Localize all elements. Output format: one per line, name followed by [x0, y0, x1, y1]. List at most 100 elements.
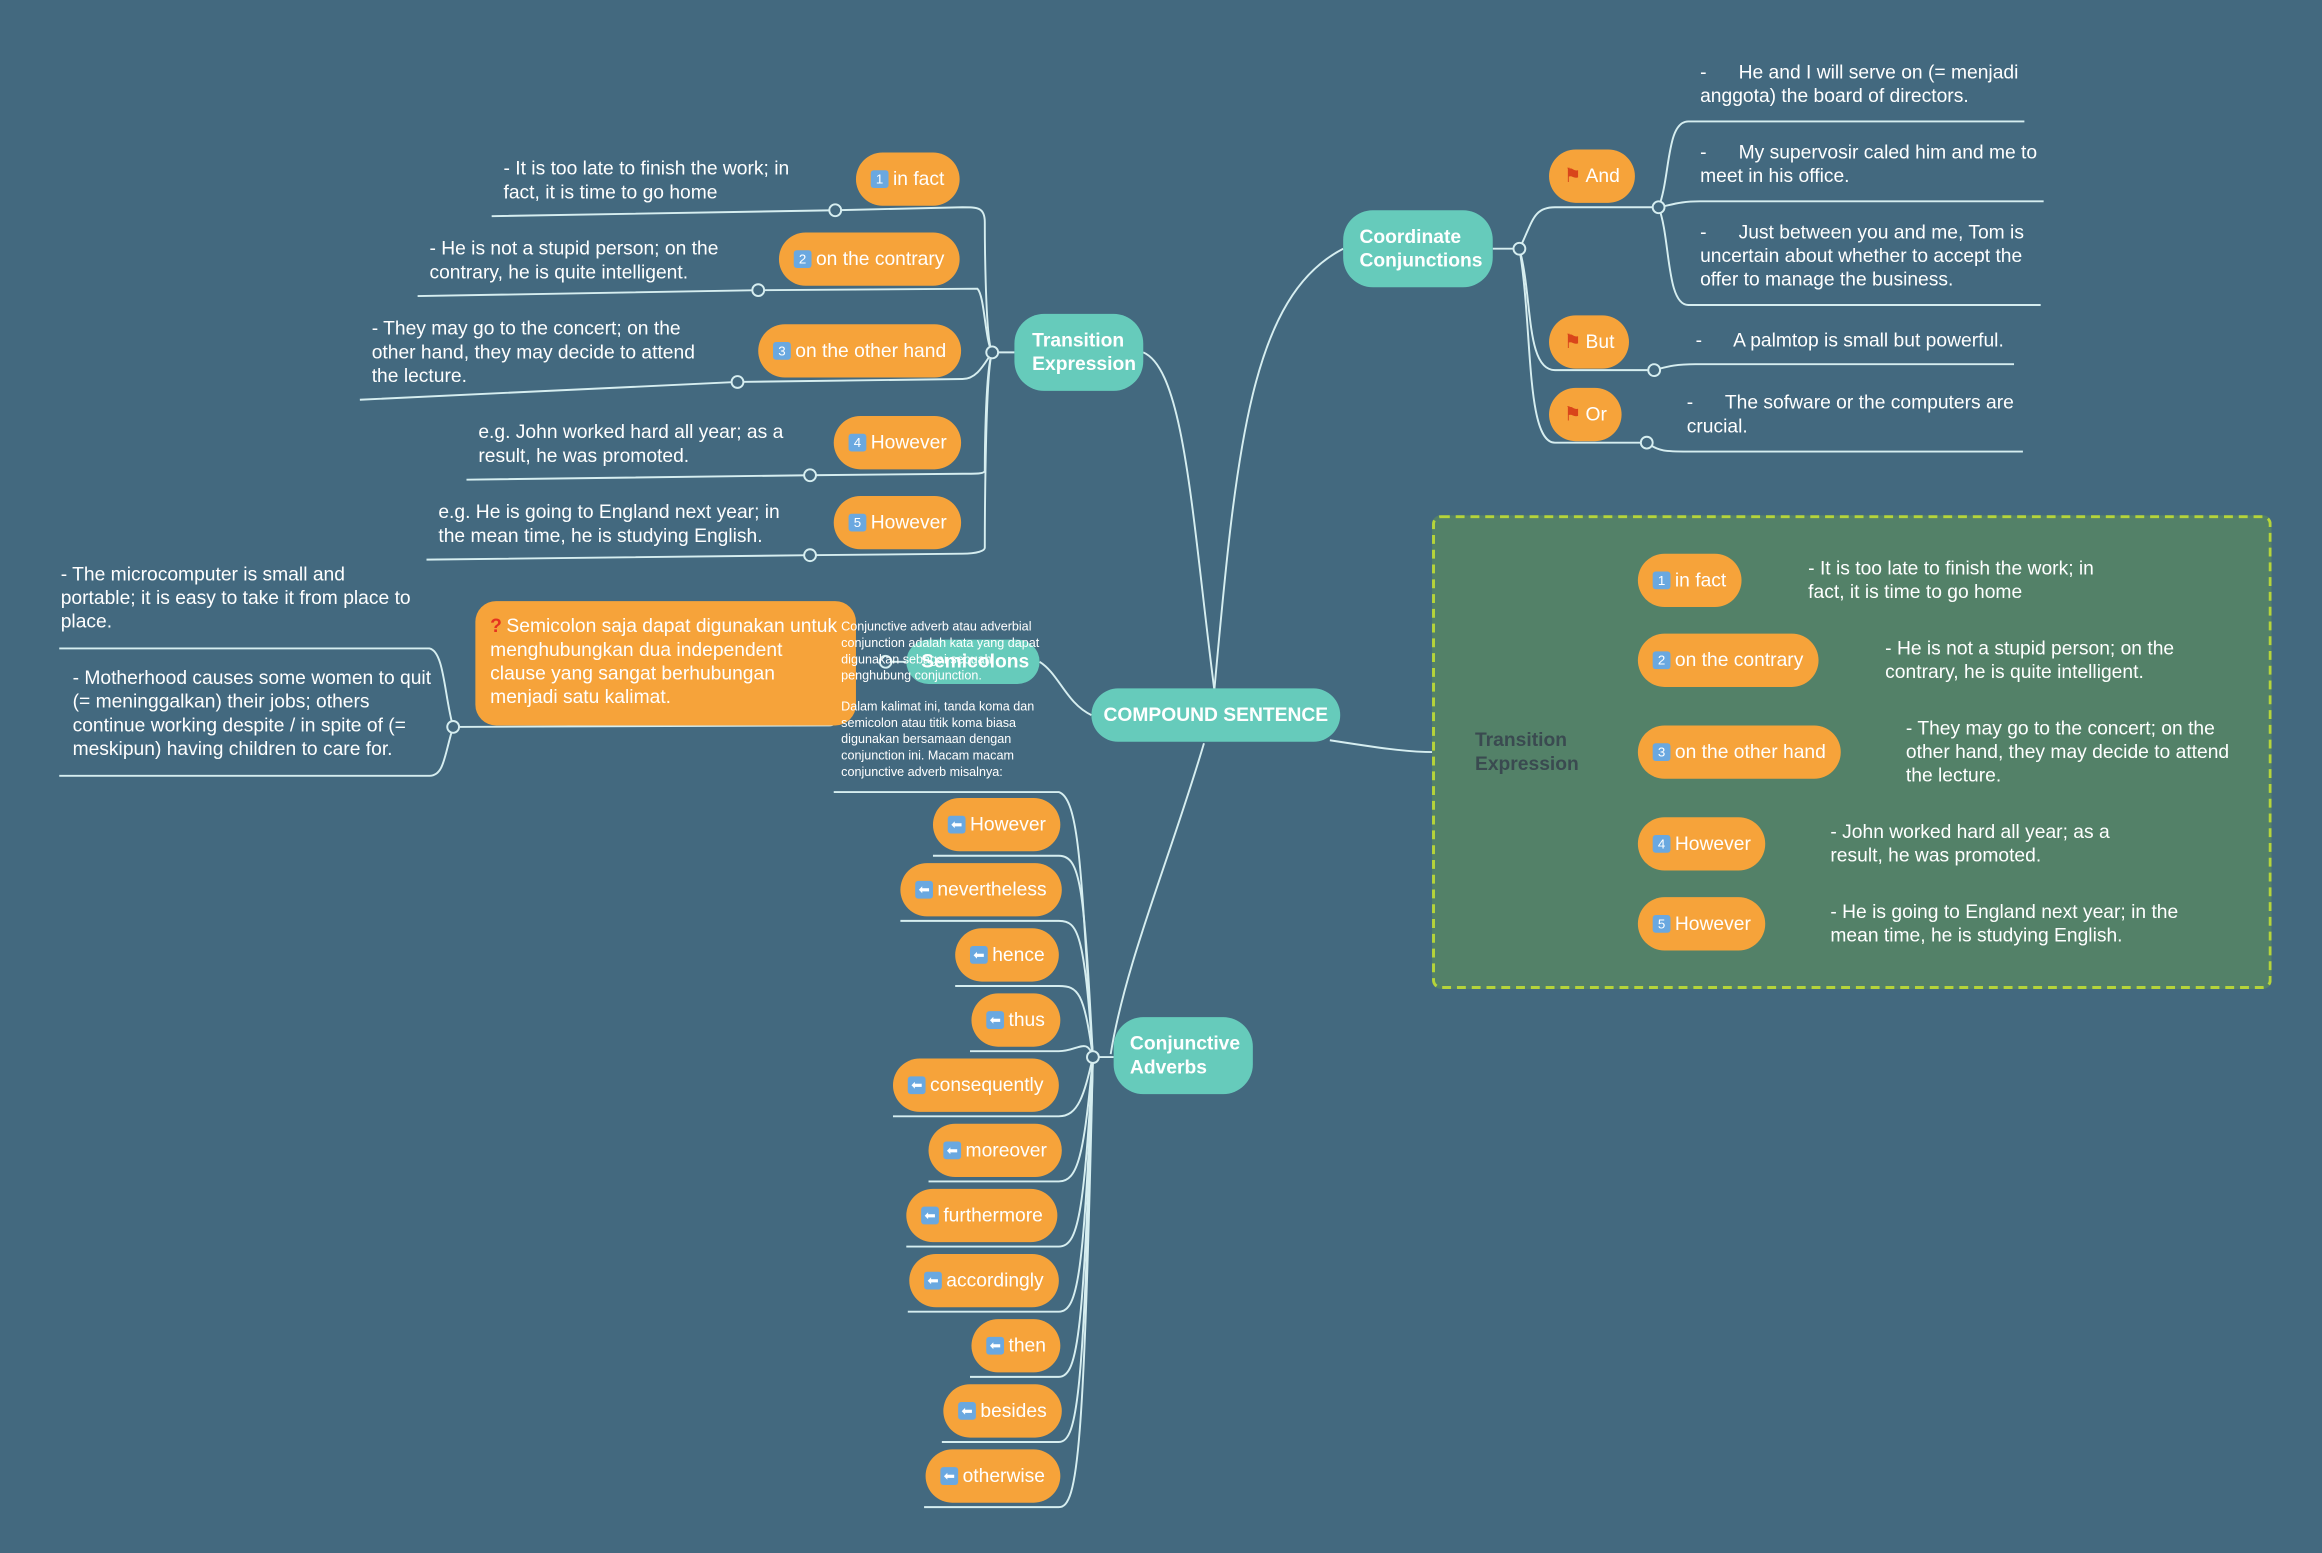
- flag-icon: ⚑: [1563, 402, 1582, 425]
- conjunction-label: But: [1585, 330, 1615, 353]
- transition-item-label: However: [870, 430, 947, 454]
- number-icon: 1: [1652, 571, 1671, 590]
- transition-item-label: on the contrary: [1674, 648, 1804, 671]
- number-icon: 5: [848, 513, 867, 532]
- adverb-thus[interactable]: ⬅thus: [971, 993, 1060, 1047]
- question-icon: ?: [490, 614, 502, 637]
- or-example: - The sofware or the computers are cruci…: [1686, 390, 2020, 437]
- conjunction-and[interactable]: ⚑And: [1549, 149, 1635, 203]
- and-example-2: - My supervosir caled him and me to meet…: [1700, 140, 2043, 187]
- conjunction-or[interactable]: ⚑Or: [1549, 387, 1622, 442]
- adverb-then[interactable]: ⬅then: [971, 1319, 1061, 1373]
- transition-right-example-1: - It is too late to finish the work; in …: [1808, 556, 2094, 603]
- conjunction-label: Or: [1585, 402, 1607, 425]
- transition-item-label: However: [1674, 832, 1751, 855]
- conjunction-but[interactable]: ⚑But: [1549, 315, 1630, 369]
- adverb-besides[interactable]: ⬅besides: [943, 1384, 1062, 1438]
- transition-item-label: However: [870, 510, 947, 533]
- but-example: - A palmtop is small but powerful.: [1695, 328, 2004, 351]
- back-arrow-icon: ⬅: [969, 946, 988, 964]
- adverb-nevertheless[interactable]: ⬅nevertheless: [900, 863, 1062, 917]
- adverb-hence[interactable]: ⬅hence: [955, 928, 1060, 982]
- root-topic[interactable]: COMPOUND SENTENCE: [1091, 688, 1341, 742]
- adverb-label: furthermore: [943, 1203, 1043, 1226]
- adverb-furthermore[interactable]: ⬅furthermore: [906, 1188, 1058, 1243]
- conjunctive-adverb-usage: Dalam kalimat ini, tanda koma dan semico…: [841, 698, 1035, 779]
- number-icon: 5: [1652, 914, 1671, 933]
- semicolon-note-callout[interactable]: ?Semicolon saja dapat digunakan untuk me…: [475, 601, 856, 726]
- adverb-label: then: [1008, 1333, 1046, 1357]
- transition-item-label: on the other hand: [1674, 740, 1826, 763]
- back-arrow-icon: ⬅: [986, 1336, 1005, 1355]
- adverb-label: consequently: [930, 1073, 1044, 1096]
- adverb-label: thus: [1008, 1008, 1045, 1031]
- and-example-1: - He and I will serve on (= menjadi angg…: [1700, 60, 2024, 107]
- adverb-label: hence: [992, 943, 1045, 966]
- back-arrow-icon: ⬅: [943, 1141, 962, 1160]
- conjunction-label: And: [1585, 164, 1620, 187]
- transition-right-example-5: - He is going to England next year; in t…: [1830, 900, 2179, 947]
- adverb-label: besides: [980, 1399, 1047, 1422]
- number-icon: 1: [870, 170, 889, 189]
- adverb-label: nevertheless: [937, 877, 1047, 901]
- and-example-3: - Just between you and me, Tom is uncert…: [1700, 220, 2030, 291]
- transition-right-example-4: - John worked hard all year; as a result…: [1830, 820, 2110, 867]
- transition-right-example-2: - He is not a stupid person; on the cont…: [1885, 636, 2175, 683]
- transition-item-label: in fact: [892, 167, 945, 190]
- flag-icon: ⚑: [1563, 330, 1582, 353]
- back-arrow-icon: ⬅: [986, 1011, 1005, 1029]
- adverb-accordingly[interactable]: ⬅accordingly: [909, 1253, 1059, 1308]
- transition-item-label: in fact: [1674, 568, 1727, 591]
- flag-icon: ⚑: [1563, 164, 1582, 187]
- adverb-otherwise[interactable]: ⬅otherwise: [925, 1449, 1060, 1503]
- back-arrow-icon: ⬅: [924, 1271, 942, 1290]
- back-arrow-icon: ⬅: [958, 1402, 976, 1420]
- adverb-label: accordingly: [946, 1268, 1044, 1291]
- number-icon: 2: [793, 250, 812, 268]
- number-icon: 3: [1652, 743, 1671, 761]
- transition-item-label: However: [1674, 911, 1751, 935]
- number-icon: 3: [773, 341, 791, 360]
- boundary-frame: [1432, 515, 2272, 989]
- transition-example-2: - He is not a stupid person; on the cont…: [429, 236, 719, 283]
- adverb-label: moreover: [965, 1138, 1047, 1161]
- transition-example-5: e.g. He is going to England next year; i…: [438, 500, 780, 547]
- adverb-moreover[interactable]: ⬅moreover: [928, 1123, 1062, 1177]
- number-icon: 4: [1652, 835, 1671, 853]
- transition-example-4: e.g. John worked hard all year; as a res…: [478, 420, 784, 467]
- adverb-consequently[interactable]: ⬅consequently: [892, 1058, 1059, 1112]
- transition-example-1: - It is too late to finish the work; in …: [503, 156, 790, 203]
- semicolon-note-text: Semicolon saja dapat digunakan untuk men…: [490, 614, 838, 708]
- adverb-label: otherwise: [962, 1464, 1045, 1487]
- adverb-however[interactable]: ⬅However: [932, 797, 1061, 852]
- number-icon: 2: [1652, 651, 1671, 670]
- transition-right-example-3: - They may go to the concert; on the oth…: [1905, 716, 2230, 787]
- back-arrow-icon: ⬅: [915, 880, 933, 899]
- conjunctive-adverbs-topic[interactable]: Conjunctive Adverbs: [1113, 1017, 1253, 1095]
- back-arrow-icon: ⬅: [921, 1206, 939, 1225]
- semicolons-topic[interactable]: Semicolons: [906, 639, 1040, 684]
- conjunctive-adverb-info: Conjunctive adverb atau adverbial conjun…: [841, 618, 1040, 683]
- back-arrow-icon: ⬅: [940, 1467, 959, 1485]
- transition-expression-right-label[interactable]: Transition Expression: [1474, 728, 1579, 775]
- semicolon-example-1: - The microcomputer is small and portabl…: [60, 562, 411, 633]
- back-arrow-icon: ⬅: [947, 815, 966, 834]
- coordinate-conjunctions-topic[interactable]: Coordinate Conjunctions: [1343, 210, 1493, 288]
- transition-example-3: - They may go to the concert; on the oth…: [371, 316, 695, 387]
- transition-item-label: on the contrary: [815, 247, 945, 270]
- transition-item-label: on the other hand: [795, 339, 947, 362]
- number-icon: 4: [848, 433, 867, 452]
- semicolon-example-2: - Motherhood causes some women to quit (…: [72, 666, 432, 760]
- transition-expression-topic[interactable]: Transition Expression: [1014, 313, 1144, 391]
